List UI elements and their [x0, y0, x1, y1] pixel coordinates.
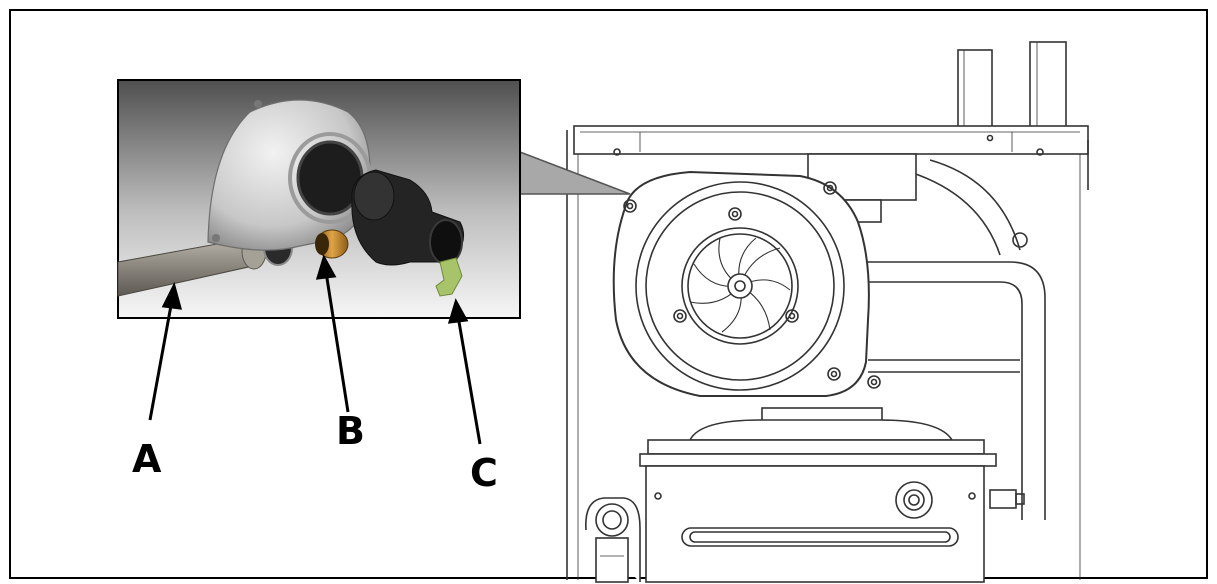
boiler-line-drawing	[566, 41, 1089, 583]
label-a: A	[132, 437, 162, 481]
arrow-c	[456, 315, 482, 445]
component-photo-inset	[117, 79, 521, 319]
arrow-a	[148, 299, 174, 421]
leader-arrows	[148, 254, 482, 445]
label-b: B	[336, 409, 365, 453]
label-c: C	[470, 451, 498, 495]
retaining-clip	[435, 257, 463, 297]
arrow-b	[324, 271, 350, 413]
